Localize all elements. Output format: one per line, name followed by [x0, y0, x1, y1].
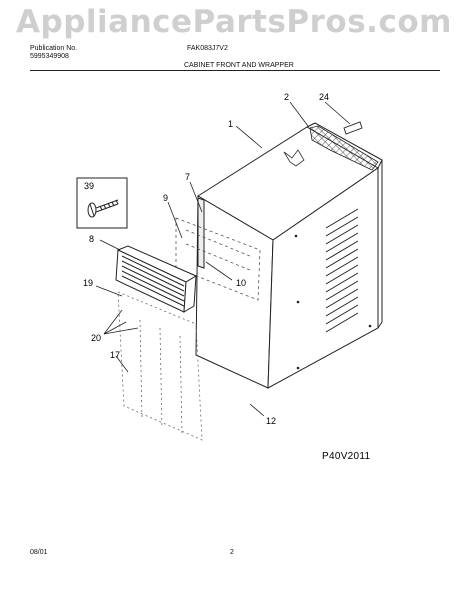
label-tag — [343, 121, 363, 135]
section-title: CABINET FRONT AND WRAPPER — [184, 62, 294, 69]
page-number: 2 — [230, 549, 234, 556]
top-tear — [283, 149, 305, 167]
callout-7: 7 — [185, 172, 190, 182]
front-grille — [115, 245, 198, 313]
callout-12: 12 — [266, 416, 276, 426]
screw-holes — [294, 234, 372, 370]
publication-label: Publication No. — [30, 45, 78, 52]
callout-20: 20 — [91, 333, 101, 343]
callout-10: 10 — [236, 278, 246, 288]
screw-detail-box — [76, 177, 128, 229]
callout-19: 19 — [83, 278, 93, 288]
callout-9: 9 — [163, 193, 168, 203]
callout-24: 24 — [319, 92, 329, 102]
footer-date: 08/01 — [30, 549, 48, 556]
callout-2: 2 — [284, 92, 289, 102]
cabinet-wrapper — [195, 122, 383, 389]
callout-39: 39 — [84, 181, 94, 191]
side-louvres — [325, 208, 359, 333]
diagram-code: P40V2011 — [322, 451, 371, 462]
watermark-logo: AppliancePartsPros.com — [16, 4, 452, 40]
publication-number: 5995349908 — [30, 53, 69, 60]
front-flange-strip — [197, 197, 205, 269]
front-panel-dashed — [175, 217, 261, 301]
model-number: FAK083J7V2 — [187, 45, 228, 52]
callout-1: 1 — [228, 119, 233, 129]
leader-lines — [95, 101, 351, 417]
header-divider — [30, 70, 440, 71]
callout-17: 17 — [110, 350, 120, 360]
lower-front-panel — [117, 291, 203, 441]
callout-8: 8 — [89, 234, 94, 244]
rear-mesh-screen — [309, 125, 379, 171]
